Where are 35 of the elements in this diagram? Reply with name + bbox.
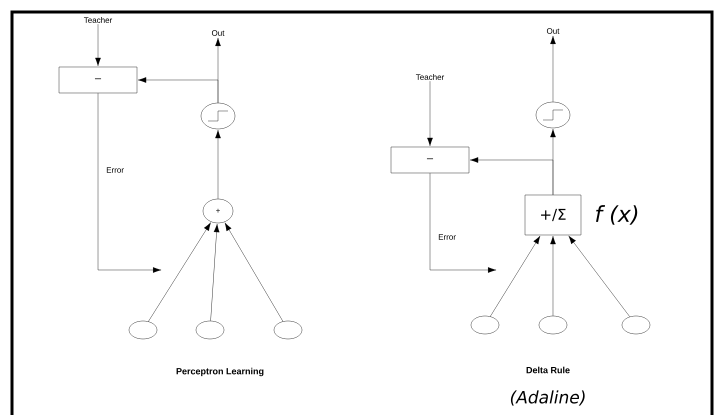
input-label: Teacher: [84, 17, 112, 23]
input-circle: [196, 320, 224, 340]
step-function-circle: [536, 102, 570, 128]
caption: (Adaline): [510, 390, 585, 406]
arrow: [550, 36, 556, 102]
arrow: [430, 173, 496, 273]
edge-label: Error: [437, 233, 457, 241]
arrow: [490, 236, 540, 317]
input-circle: [622, 316, 650, 334]
input-circle: [470, 316, 500, 334]
input-circle: [538, 316, 568, 334]
input-circle: [274, 320, 302, 340]
subtract-box: –: [390, 146, 470, 174]
edge-label: Error: [105, 166, 125, 174]
subtract-box: –: [58, 66, 138, 94]
arrow: [148, 222, 211, 322]
arrow: [215, 130, 221, 199]
arrow: [470, 157, 554, 195]
arrow: [98, 93, 162, 273]
input-circle: [128, 320, 158, 340]
function-label: f (x): [596, 205, 638, 225]
arrow: [138, 77, 218, 103]
caption: Perceptron Learning: [176, 368, 264, 376]
arrow: [210, 224, 220, 321]
sum-box: +/Σ: [524, 194, 582, 236]
arrow: [550, 236, 556, 316]
arrow: [427, 80, 433, 146]
arrow: [568, 236, 630, 317]
output-label: Out: [546, 28, 560, 34]
step-function-circle: [200, 102, 236, 130]
caption: Delta Rule: [526, 366, 570, 374]
arrow: [95, 24, 101, 66]
input-label: Teacher: [416, 74, 444, 80]
arrow: [224, 222, 284, 322]
output-label: Out: [212, 30, 224, 36]
